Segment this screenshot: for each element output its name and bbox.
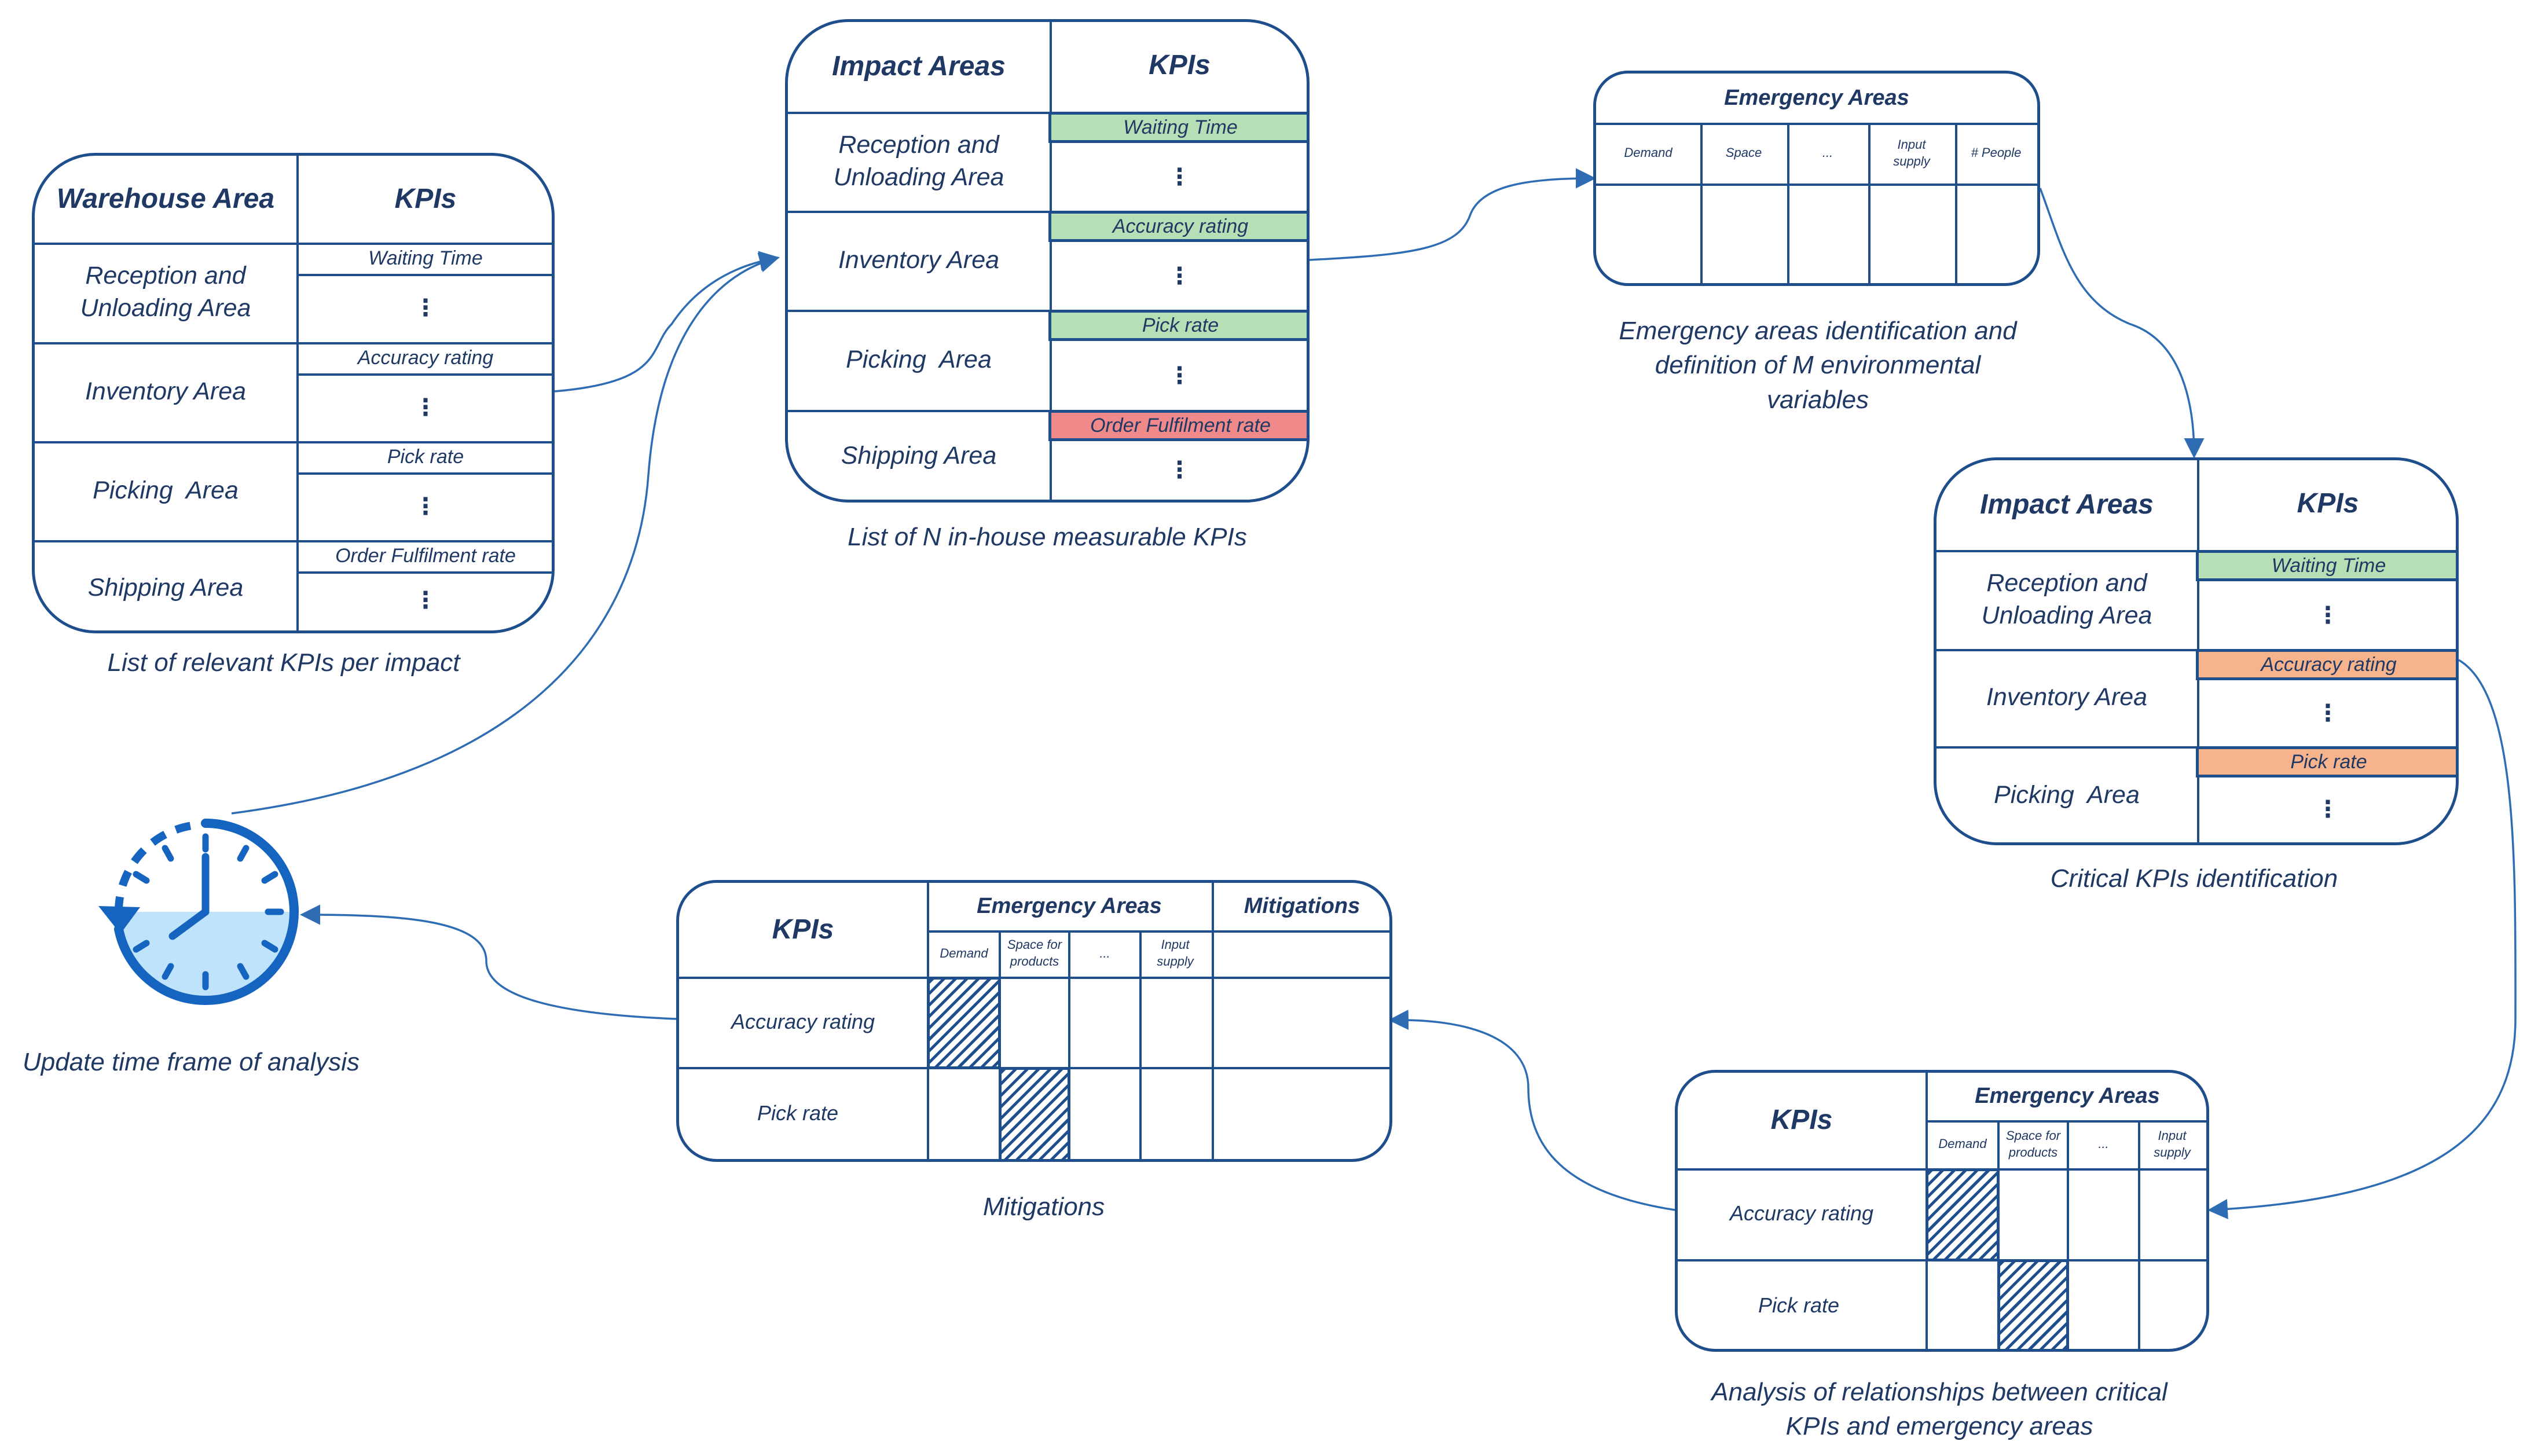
panel3-col-ellipsis: ...	[1822, 145, 1833, 160]
panel2-more-1: ⋮	[1168, 164, 1191, 190]
panel1-kpi-waiting-time: Waiting Time	[368, 247, 483, 269]
connector-panel3-to-panel4	[2039, 188, 2205, 459]
panel1-caption: List of relevant KPIs per impact	[107, 648, 460, 677]
panel4-more-1: ⋮	[2316, 602, 2339, 628]
panel3-caption: Emergency areas identification and defin…	[1619, 317, 2017, 414]
panel6-relation-accuracy-demand	[927, 977, 1001, 1069]
panel4-kpi-pick-rate: Pick rate	[2196, 746, 2456, 777]
panel4-area-reception: Reception and Unloading Area	[1981, 569, 2152, 629]
clock-caption: Update time frame of analysis	[22, 1048, 360, 1076]
panel1-area-shipping: Shipping Area	[87, 574, 244, 602]
connector-panel4-to-panel5	[2207, 659, 2517, 1219]
panel2-kpi-accuracy: Accuracy rating	[1048, 211, 1307, 242]
panel5-kpi-header: KPIs	[1770, 1105, 1833, 1136]
panel4-col2-header: KPIs	[2297, 487, 2359, 519]
panel3-col-input-supply: Input supply	[1893, 137, 1930, 168]
panel1-kpi-pick-rate: Pick rate	[387, 445, 464, 468]
panel3-header: Emergency Areas	[1724, 85, 1909, 110]
panel5-relation-accuracy-demand	[1925, 1168, 2000, 1261]
panel4-more-2: ⋮	[2316, 701, 2339, 726]
connector-panel1-to-panel2	[554, 251, 780, 393]
panel6-col-ellipsis: ...	[1099, 945, 1110, 960]
critical-kpi-panel: Impact Areas KPIs Reception and Unloadin…	[1934, 457, 2459, 845]
panel6-row-accuracy: Accuracy rating	[731, 1009, 875, 1033]
panel1-area-inventory: Inventory Area	[85, 377, 247, 405]
panel4-kpi-waiting-time: Waiting Time	[2196, 550, 2456, 581]
panel6-kpi-header: KPIs	[772, 914, 834, 945]
panel5-row-pick-rate: Pick rate	[1758, 1293, 1840, 1317]
panel6-row-pick-rate: Pick rate	[757, 1101, 839, 1125]
panel4-kpi-accuracy: Accuracy rating	[2196, 649, 2456, 680]
panel5-col-input-supply: Input supply	[2154, 1128, 2191, 1160]
panel3-col-space: Space	[1725, 145, 1762, 160]
panel5-emergency-header: Emergency Areas	[1975, 1084, 2160, 1109]
panel1-more-4: ⋮	[414, 588, 437, 613]
panel2-kpi-waiting-time: Waiting Time	[1048, 112, 1307, 143]
panel2-more-4: ⋮	[1168, 457, 1191, 483]
panel1-more-1: ⋮	[414, 295, 437, 321]
connector-panel6-to-clock	[300, 904, 677, 1020]
panel2-col1-header: Impact Areas	[832, 51, 1006, 82]
connector-panel5-to-panel6	[1388, 1010, 1675, 1211]
panel2-kpi-pick-rate: Pick rate	[1048, 310, 1307, 341]
impact-kpi-panel: Impact Areas KPIs Reception and Unloadin…	[785, 19, 1310, 503]
panel6-col-input-supply: Input supply	[1157, 937, 1194, 969]
panel5-col-demand: Demand	[1938, 1136, 1987, 1151]
panel2-area-reception: Reception and Unloading Area	[833, 130, 1004, 191]
panel6-relation-pickrate-space	[999, 1067, 1070, 1159]
emergency-areas-panel: Emergency Areas Demand Space ... Input s…	[1593, 71, 2040, 286]
clock-refresh-icon	[87, 802, 307, 1016]
panel2-more-2: ⋮	[1168, 263, 1191, 289]
panel1-kpi-order-fulfilment: Order Fulfilment rate	[335, 544, 516, 567]
panel2-area-inventory: Inventory Area	[838, 245, 1000, 274]
panel6-col-demand: Demand	[940, 945, 988, 960]
panel1-more-3: ⋮	[414, 493, 437, 519]
mitigations-panel: KPIs Emergency Areas Mitigations Demand …	[676, 880, 1392, 1162]
panel2-col2-header: KPIs	[1149, 49, 1211, 80]
panel6-emergency-header: Emergency Areas	[977, 894, 1162, 919]
panel5-relation-pickrate-space	[1997, 1259, 2069, 1349]
panel1-col2-header: KPIs	[394, 183, 457, 214]
panel1-more-2: ⋮	[414, 394, 437, 420]
panel3-col-demand: Demand	[1624, 145, 1673, 160]
panel5-col-ellipsis: ...	[2098, 1136, 2109, 1151]
panel2-area-picking: Picking Area	[846, 345, 992, 373]
panel1-col1-header: Warehouse Area	[56, 183, 275, 214]
panel4-caption: Critical KPIs identification	[2050, 864, 2338, 893]
panel1-kpi-accuracy: Accuracy rating	[357, 346, 494, 369]
panel4-more-3: ⋮	[2316, 797, 2339, 822]
panel6-mitigations-header: Mitigations	[1244, 894, 1360, 919]
panel6-col-space: Space for products	[1007, 937, 1062, 969]
panel2-more-3: ⋮	[1168, 362, 1191, 388]
panel6-caption: Mitigations	[982, 1193, 1105, 1221]
panel5-row-accuracy: Accuracy rating	[1729, 1201, 1874, 1226]
panel4-area-inventory: Inventory Area	[1986, 683, 2148, 712]
relationship-matrix-panel: KPIs Emergency Areas Demand Space for pr…	[1675, 1070, 2209, 1352]
panel1-area-reception: Reception and Unloading Area	[80, 262, 251, 322]
panel2-kpi-order-fulfilment: Order Fulfilment rate	[1048, 410, 1307, 441]
panel1-area-picking: Picking Area	[93, 476, 239, 504]
connector-clock-to-panel2	[231, 252, 780, 815]
panel3-col-people: # People	[1971, 145, 2022, 160]
panel4-area-picking: Picking Area	[1994, 781, 2140, 809]
panel5-caption: Analysis of relationships between critic…	[1711, 1378, 2167, 1441]
panel4-col1-header: Impact Areas	[1980, 489, 2154, 520]
panel5-col-space: Space for products	[2005, 1128, 2061, 1160]
panel2-area-shipping: Shipping Area	[841, 442, 997, 470]
panel2-caption: List of N in-house measurable KPIs	[848, 523, 1247, 551]
connector-panel2-to-panel3	[1309, 168, 1596, 261]
warehouse-kpi-panel: Warehouse Area KPIs Reception and Unload…	[32, 153, 555, 633]
